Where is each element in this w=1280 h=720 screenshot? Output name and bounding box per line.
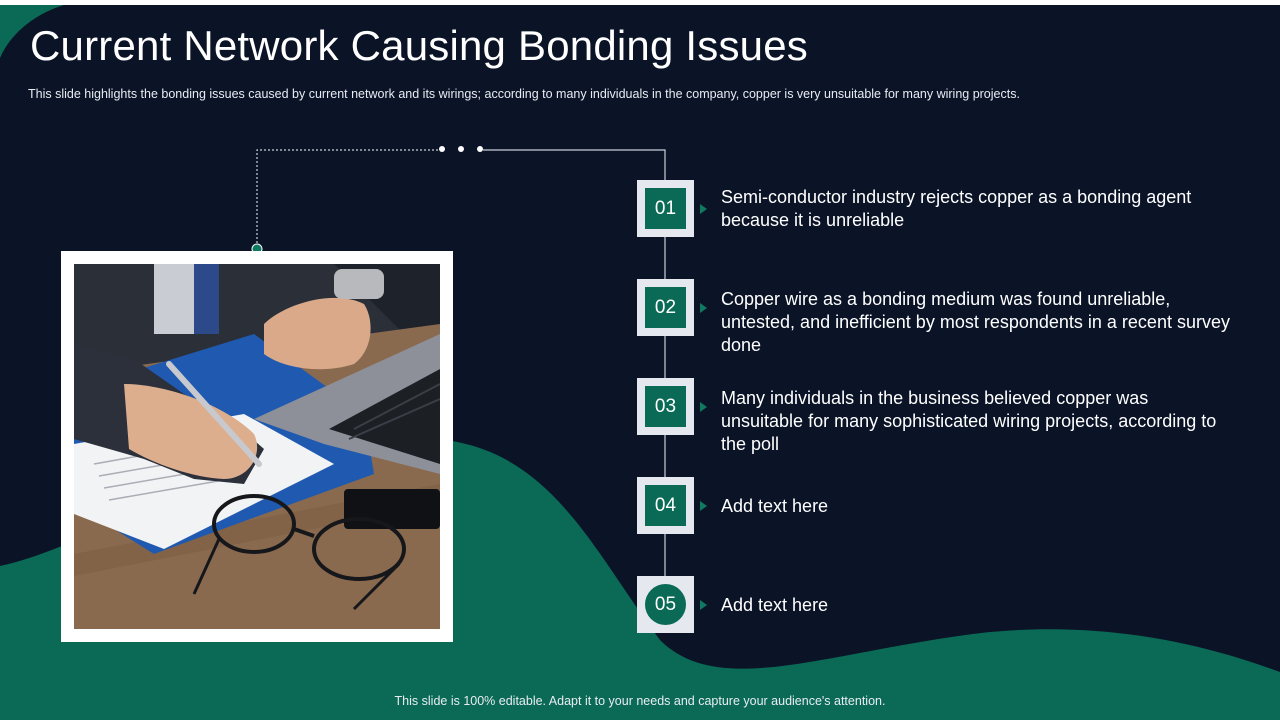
arrow-right-icon <box>700 600 707 610</box>
slide-subtitle: This slide highlights the bonding issues… <box>28 87 1020 101</box>
list-item: 04 Add text here <box>637 477 1237 534</box>
arrow-right-icon <box>700 303 707 313</box>
list-item: 05 Add text here <box>637 576 1237 633</box>
arrow-right-icon <box>700 501 707 511</box>
item-text: Semi-conductor industry rejects copper a… <box>721 187 1192 230</box>
list-item: 02 Copper wire as a bonding medium was f… <box>637 279 1237 355</box>
business-desk-photo-icon <box>74 264 440 629</box>
arrow-right-icon <box>700 402 707 412</box>
number-badge: 02 <box>637 279 694 336</box>
arrow-right-icon <box>700 204 707 214</box>
footer-note: This slide is 100% editable. Adapt it to… <box>394 694 886 708</box>
list-item: 01 Semi-conductor industry rejects coppe… <box>637 180 1237 237</box>
photo-frame <box>61 251 453 642</box>
item-text: Add text here <box>721 496 829 516</box>
item-text: Many individuals in the business believe… <box>721 388 1217 454</box>
number-badge: 01 <box>637 180 694 237</box>
page-title: Current Network Causing Bonding Issues <box>30 22 808 69</box>
list-item: 03 Many individuals in the business beli… <box>637 378 1237 454</box>
item-text: Add text here <box>721 595 829 615</box>
number-badge: 05 <box>637 576 694 633</box>
number-badge: 04 <box>637 477 694 534</box>
item-text: Copper wire as a bonding medium was foun… <box>721 289 1230 355</box>
number-badge: 03 <box>637 378 694 435</box>
